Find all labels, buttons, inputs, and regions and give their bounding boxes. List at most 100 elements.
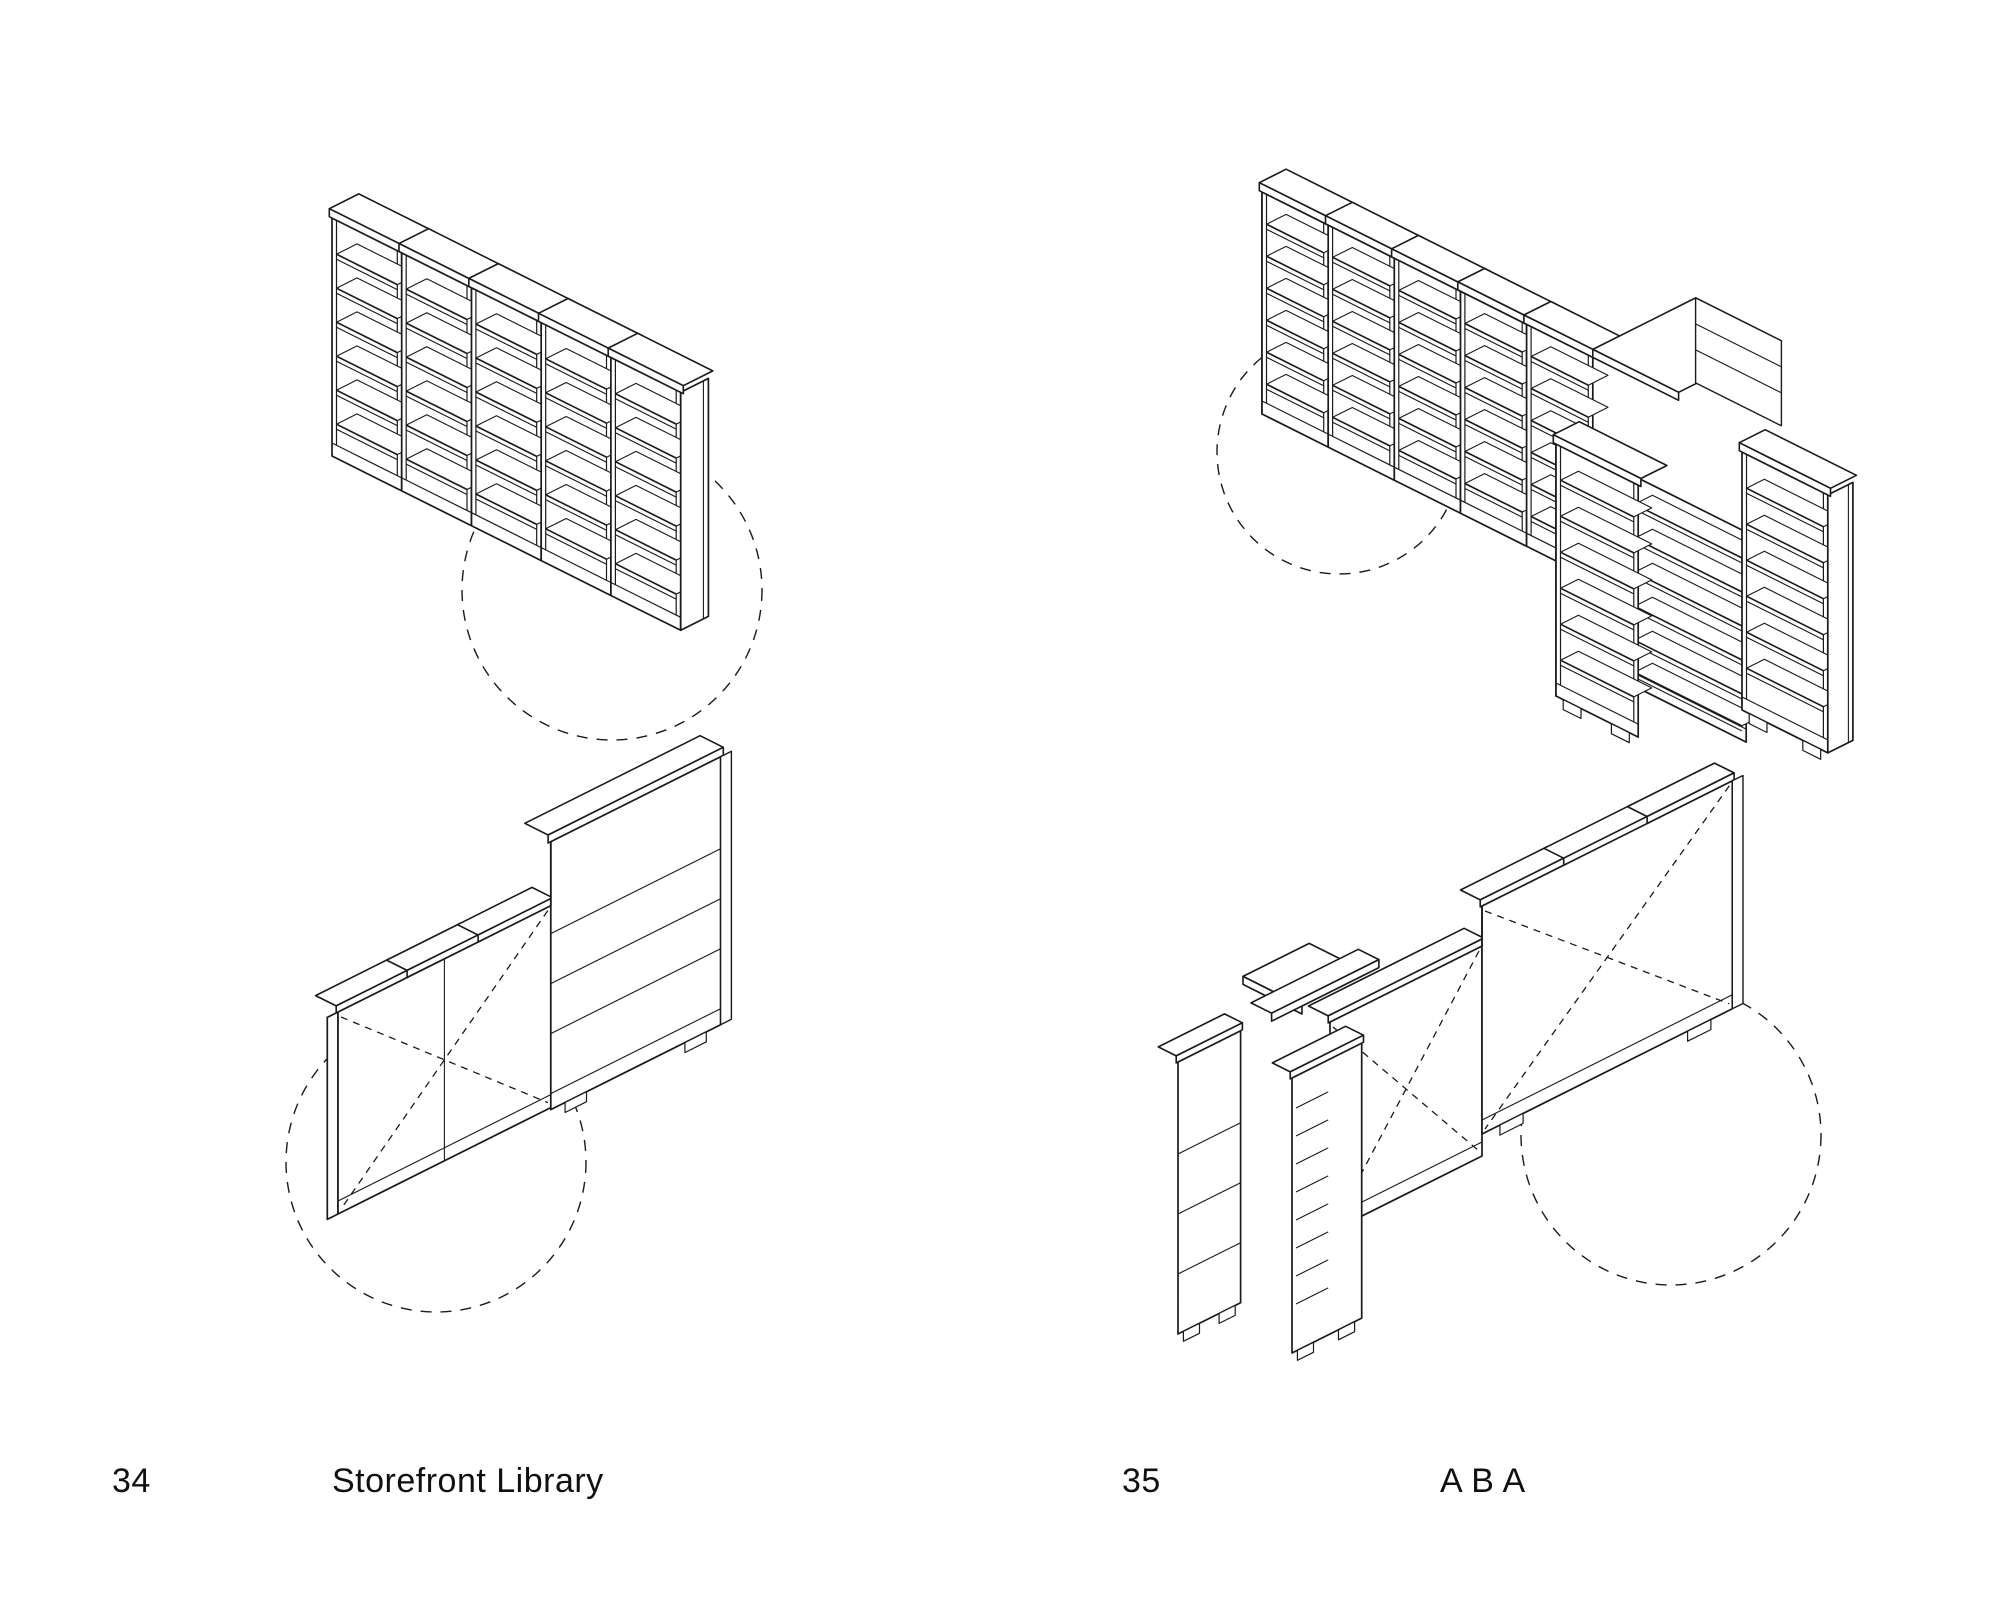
drawing-stroke	[1530, 393, 1589, 423]
drawing-stroke	[1464, 360, 1523, 390]
drawing-stroke	[545, 426, 607, 458]
drawing-stroke	[1464, 322, 1523, 353]
drawing-stroke	[1464, 418, 1523, 449]
drawing-stroke	[615, 562, 677, 595]
drawing-stroke	[331, 442, 402, 479]
drawing-stroke	[326, 1011, 339, 1221]
drawing-stroke	[1332, 325, 1391, 356]
drawing-stroke	[340, 910, 549, 1210]
drawing-stroke	[336, 355, 398, 388]
drawing-stroke	[545, 431, 607, 463]
drawing-stroke	[405, 293, 468, 325]
drawing-stroke	[1560, 592, 1635, 631]
drawing-stroke	[336, 321, 398, 354]
drawing-stroke	[1398, 422, 1457, 453]
drawing-stroke	[1266, 228, 1324, 259]
drawing-stroke	[475, 357, 538, 390]
drawing-stroke	[545, 528, 607, 560]
drawing-stroke	[1746, 600, 1824, 641]
figure-35-title: A B A	[1440, 1462, 1526, 1500]
drawing-stroke	[1530, 355, 1589, 386]
drawing-stroke	[1560, 628, 1635, 667]
drawing-stroke	[1460, 499, 1527, 534]
drawing-stroke	[615, 398, 677, 430]
drawing-stroke	[1746, 636, 1824, 677]
drawing-stroke	[1555, 682, 1639, 725]
drawing-stroke	[1634, 571, 1743, 627]
figure-35-front-axonometric	[1216, 168, 1858, 760]
drawing-stroke	[1177, 1122, 1241, 1155]
drawing-stroke	[1296, 1341, 1315, 1361]
drawing-stroke	[1560, 664, 1635, 703]
drawing-stroke	[475, 328, 537, 360]
drawing-stroke	[1694, 297, 1783, 427]
drawing-stroke	[1731, 774, 1744, 1010]
drawing-stroke	[1332, 288, 1391, 319]
drawing-stroke	[1634, 605, 1743, 661]
drawing-stroke	[475, 498, 537, 530]
drawing-stroke	[1266, 287, 1325, 318]
drawing-stroke	[1266, 319, 1325, 350]
drawing-stroke	[1266, 388, 1324, 419]
drawing-stroke	[615, 528, 677, 561]
drawing-stroke	[405, 288, 468, 321]
drawing-stroke	[1332, 389, 1391, 420]
drawing-stroke	[1464, 456, 1523, 486]
drawing-stroke	[1295, 1259, 1329, 1277]
drawing-stroke	[1332, 416, 1391, 447]
drawing-stroke	[545, 494, 607, 526]
drawing-stroke	[1175, 1022, 1244, 1064]
drawing-stroke	[405, 463, 468, 495]
figure-35-number: 35	[1122, 1462, 1161, 1500]
drawing-stroke	[540, 547, 612, 584]
drawing-stroke	[336, 326, 398, 359]
drawing-stroke	[1295, 1231, 1329, 1249]
drawing-stroke	[1560, 556, 1635, 595]
drawing-stroke	[1398, 358, 1457, 389]
drawing-stroke	[545, 499, 607, 531]
figure-34-title: Storefront Library	[332, 1462, 604, 1500]
drawing-stroke	[337, 1094, 552, 1202]
figure-34-front-axonometric	[328, 193, 763, 741]
drawing-stroke	[1560, 551, 1635, 590]
drawing-stroke	[1177, 1029, 1242, 1335]
drawing-stroke	[475, 493, 538, 526]
drawing-stroke	[471, 512, 542, 549]
drawing-stroke	[1394, 466, 1461, 501]
drawing-stroke	[475, 362, 537, 394]
drawing-stroke	[1270, 958, 1380, 1022]
drawing-stroke	[1826, 481, 1854, 754]
drawing-stroke	[1746, 667, 1824, 708]
drawing-stroke	[1748, 713, 1768, 734]
drawing-stroke	[1634, 671, 1743, 727]
drawing-stroke	[1741, 696, 1829, 741]
drawing-stroke	[545, 465, 607, 497]
drawing-stroke	[1398, 353, 1457, 384]
drawing-stroke	[1332, 421, 1391, 452]
drawing-stroke	[607, 347, 685, 395]
drawing-stroke	[1261, 400, 1329, 435]
drawing-stroke	[336, 423, 398, 456]
drawing-stroke	[615, 392, 677, 425]
drawing-stroke	[1746, 631, 1824, 672]
drawing-stroke	[1634, 537, 1743, 593]
drawing-stroke	[336, 253, 398, 286]
figure-34-back-axonometric	[285, 734, 733, 1313]
drawing-stroke	[1746, 559, 1824, 600]
drawing-stroke	[545, 358, 607, 390]
drawing-stroke	[1484, 785, 1730, 1130]
drawing-stroke	[336, 428, 398, 461]
drawing-stroke	[545, 363, 607, 395]
drawing-stroke	[1295, 1091, 1329, 1109]
drawing-stroke	[1266, 223, 1325, 254]
drawing-stroke	[1802, 739, 1822, 760]
drawing-stroke	[1266, 383, 1325, 414]
drawing-stroke	[336, 389, 398, 422]
drawing-stroke	[1295, 1175, 1329, 1193]
drawing-stroke	[1552, 433, 1642, 488]
drawing-stroke	[405, 390, 468, 423]
drawing-stroke	[1481, 994, 1733, 1121]
drawing-stroke	[1746, 487, 1824, 528]
drawing-stroke	[1610, 723, 1630, 744]
